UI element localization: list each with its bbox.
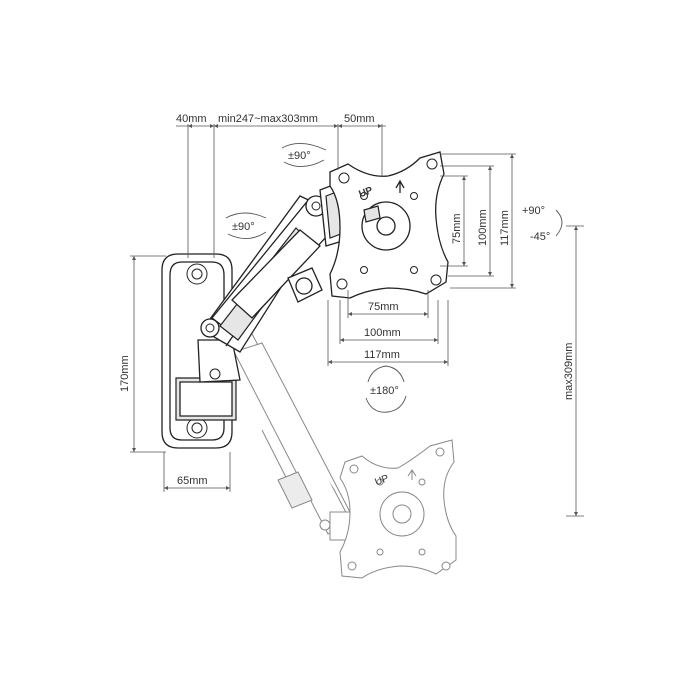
dimension-arrowhead: [444, 360, 448, 364]
dim-mount-height: 170mm: [119, 355, 131, 392]
dimension-arrowhead: [434, 338, 438, 342]
dimension-arrowhead: [488, 166, 492, 170]
dim-vesa-h-100: 100mm: [364, 327, 401, 339]
rotation-labels: ±90° ±90° ±180° +90° -45°: [232, 150, 550, 397]
rot-swivel-arm: ±90°: [232, 221, 255, 233]
rotate-arrow-icon: [367, 365, 405, 383]
dim-mount-width: 65mm: [177, 475, 208, 487]
tilt-arrow-icon: [555, 209, 563, 237]
rot-rotate: ±180°: [370, 385, 399, 397]
dim-vesa-h-117: 117mm: [364, 349, 400, 361]
dimension-arrowhead: [424, 312, 428, 316]
dimension-arrowhead: [226, 486, 230, 490]
vesa-plate: UP: [329, 151, 449, 299]
dim-vesa-h-75: 75mm: [368, 301, 399, 313]
up-marking: UP: [358, 185, 375, 200]
dim-top-middle: min247~max303mm: [218, 113, 318, 125]
dimension-arrowhead: [348, 312, 352, 316]
dimension-arrowhead: [574, 512, 578, 516]
dimension-arrowhead: [510, 284, 514, 288]
up-arrow-icon: [395, 179, 405, 193]
dimension-arrowhead: [132, 448, 136, 452]
rot-tilt-down: -45°: [530, 231, 550, 243]
dim-vesa-v-117: 117mm: [499, 210, 511, 246]
rot-tilt-up: +90°: [522, 205, 545, 217]
rotation-arrows: [225, 143, 563, 413]
dim-top-right: 50mm: [344, 113, 375, 125]
dimension-arrowhead: [334, 124, 338, 128]
ghost-up-marking: UP: [374, 473, 391, 488]
dimension-arrowhead: [462, 262, 466, 266]
dimension-arrowhead: [210, 124, 214, 128]
dim-max-height: max309mm: [563, 343, 575, 400]
rot-swivel-top: ±90°: [288, 150, 311, 162]
swivel-arm-arrow-icon: [225, 212, 267, 219]
dimension-arrowhead: [328, 360, 332, 364]
raised-arm: [200, 179, 353, 353]
dim-top-left: 40mm: [176, 113, 207, 125]
hinge-block: [175, 339, 241, 421]
dimension-arrowheads: [132, 124, 578, 516]
dimension-arrowhead: [510, 154, 514, 158]
lowered-arm-outline: [227, 329, 353, 541]
dimension-labels: 40mm min247~max303mm 50mm 170mm 65mm 75m…: [119, 113, 575, 487]
swivel-top-arrow-icon: [281, 143, 327, 151]
dimension-arrowhead: [340, 338, 344, 342]
dimension-arrowhead: [188, 124, 192, 128]
dimension-arrowhead: [462, 176, 466, 180]
dimension-arrowhead: [214, 124, 218, 128]
dimension-arrowhead: [338, 124, 342, 128]
dim-vesa-v-75: 75mm: [451, 213, 463, 244]
dimension-arrowhead: [574, 226, 578, 230]
dimension-arrowhead: [378, 124, 382, 128]
lowered-vesa-plate: UP: [339, 439, 457, 579]
dimension-arrowhead: [132, 256, 136, 260]
dim-vesa-v-100: 100mm: [477, 209, 489, 246]
dimension-arrowhead: [488, 272, 492, 276]
dimension-arrowhead: [164, 486, 168, 490]
